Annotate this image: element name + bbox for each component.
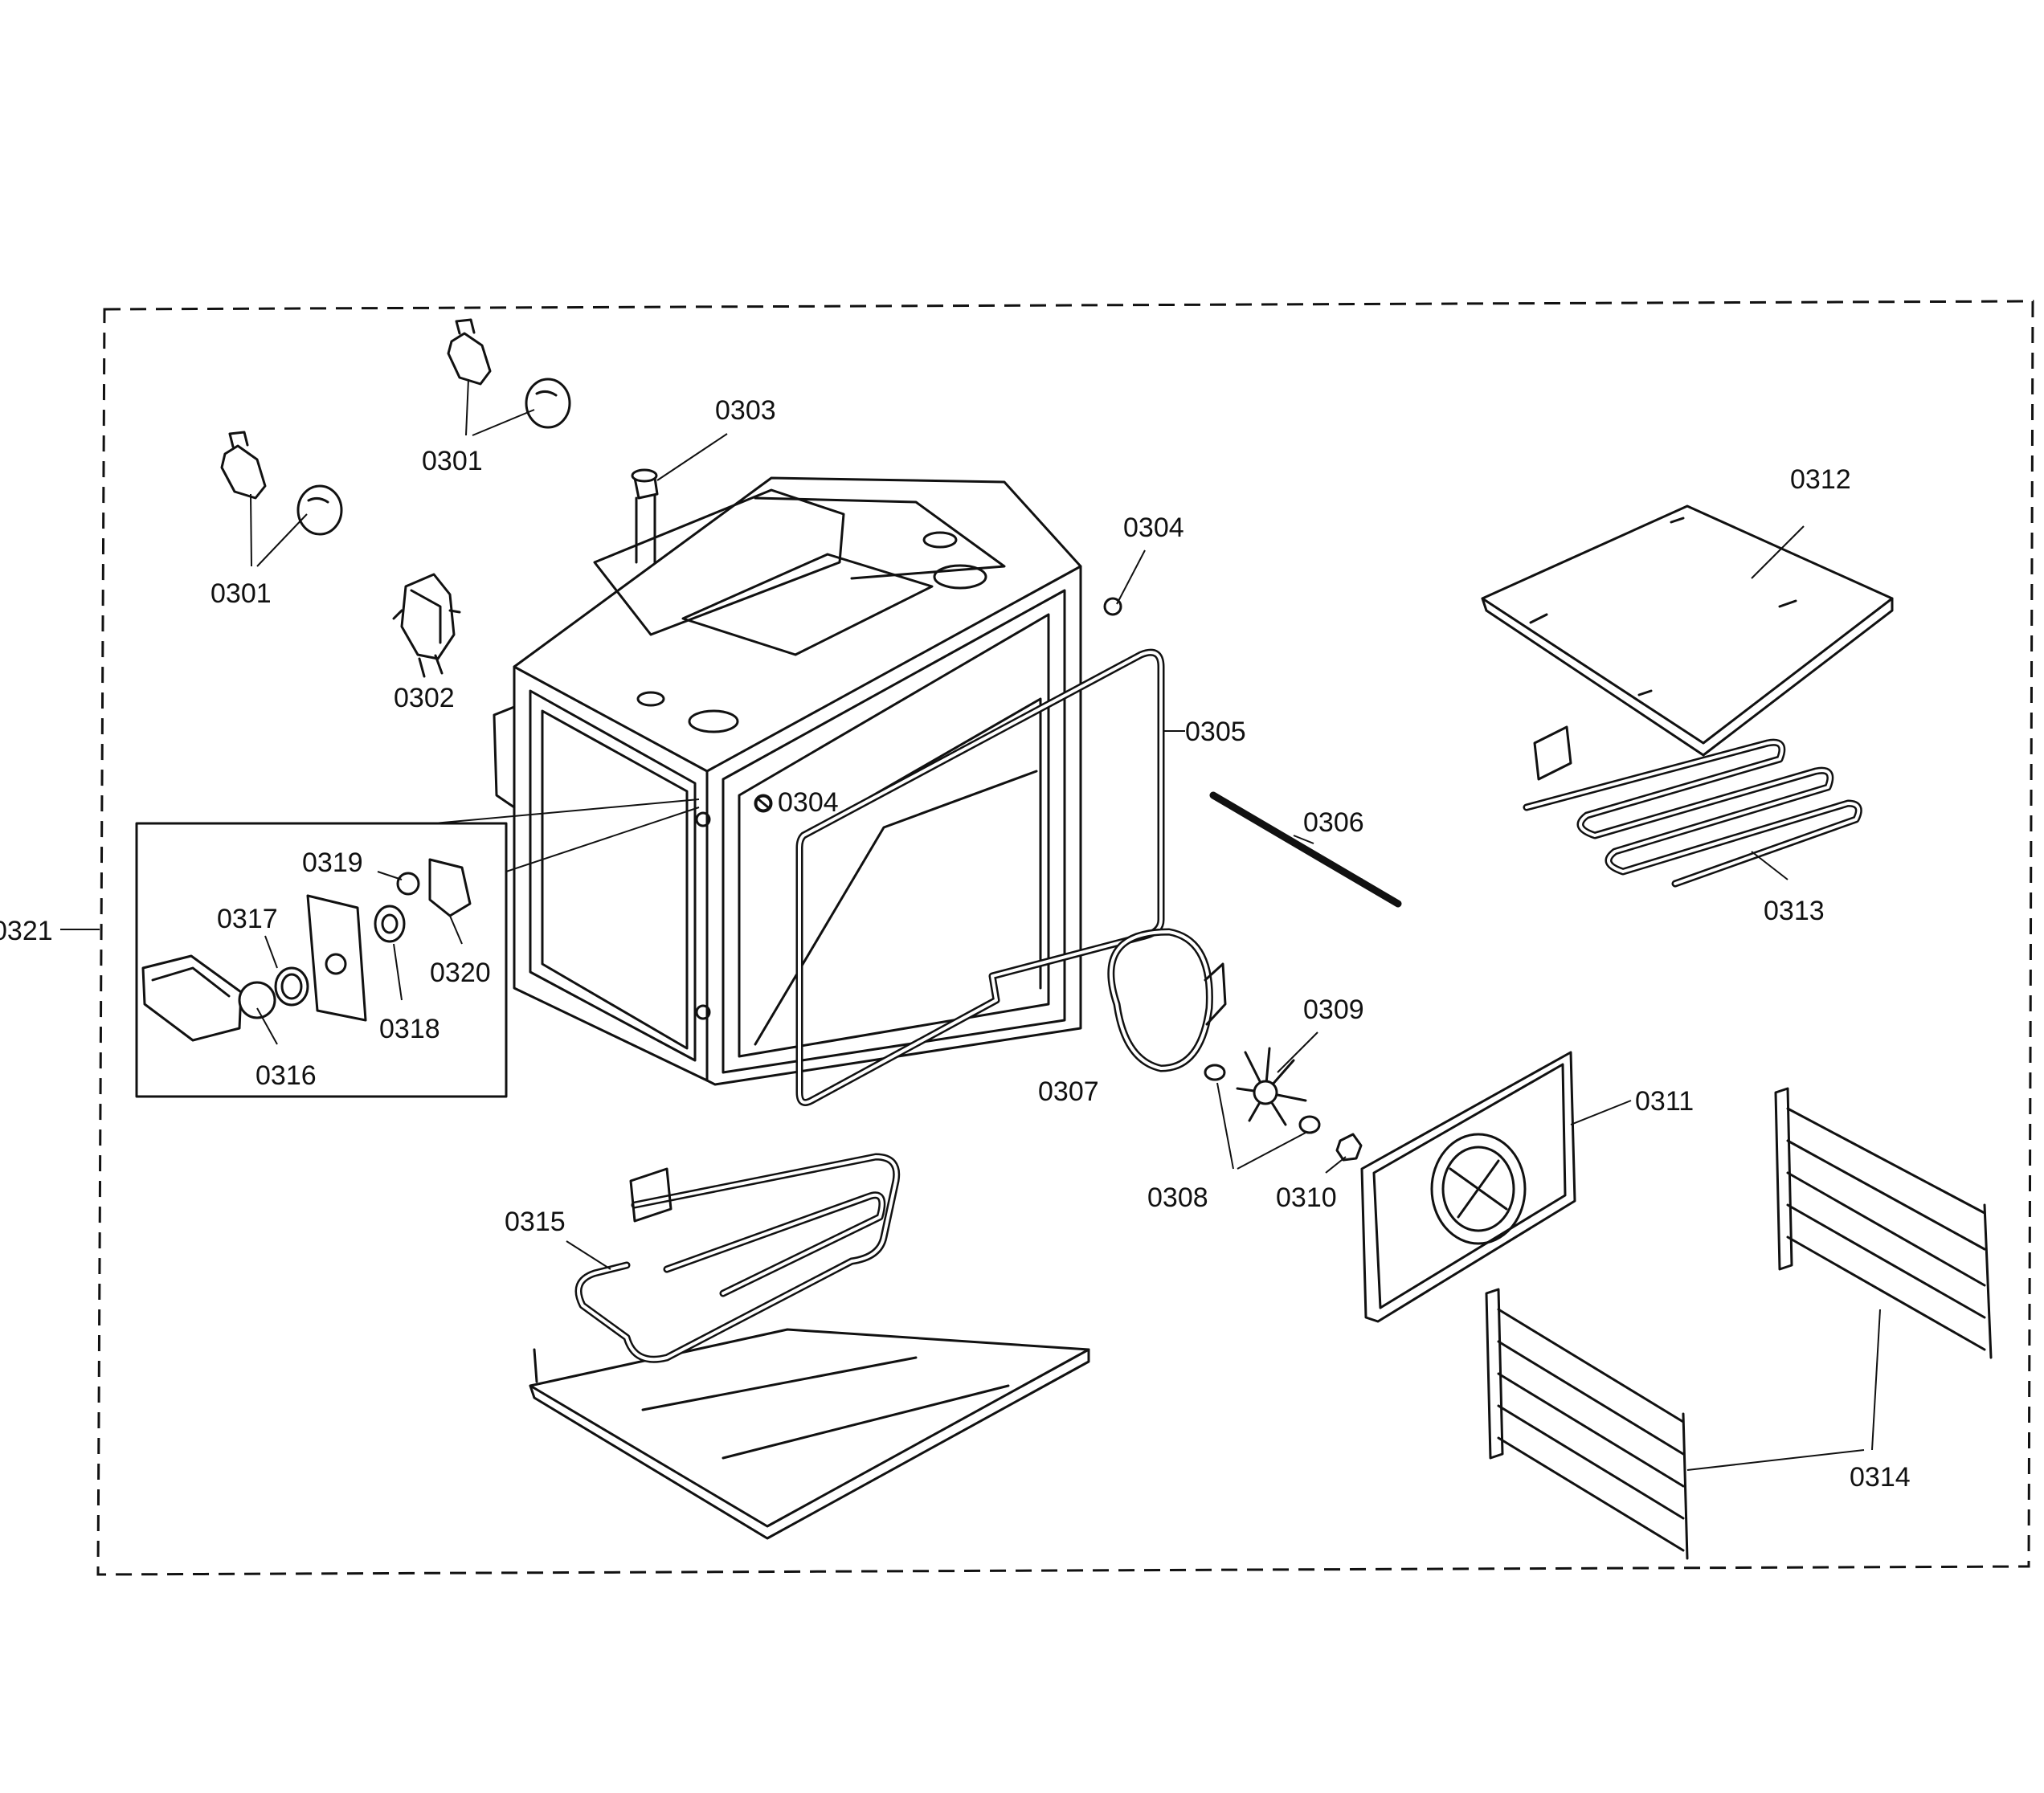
label-0305: 0305: [1185, 717, 1246, 747]
rack-0314-right: [1774, 1087, 1993, 1359]
fan-0309: [1236, 1047, 1307, 1126]
label-0317: 0317: [217, 904, 278, 934]
sensor-0303: [631, 468, 659, 564]
lamp-0301-lower: [220, 431, 343, 536]
label-0306: 0306: [1303, 807, 1364, 838]
heating-element-0313: [1523, 725, 1862, 888]
label-0304-lower: 0304: [778, 787, 839, 818]
label-0319: 0319: [302, 847, 363, 878]
rack-0314-left: [1485, 1288, 1689, 1560]
label-0308: 0308: [1147, 1182, 1208, 1213]
label-0313: 0313: [1764, 896, 1825, 926]
label-0314: 0314: [1850, 1462, 1911, 1493]
label-0307: 0307: [1038, 1076, 1099, 1107]
callout-labels: 0301 0301 0302 0303 0304 0304 0305 0306 …: [0, 395, 1911, 1493]
label-0320: 0320: [430, 958, 491, 988]
bumper-0304: [754, 597, 1122, 812]
label-0301-lower: 0301: [211, 578, 272, 609]
washer-0308: [1204, 1064, 1321, 1134]
bottom-element-0315: [574, 1153, 901, 1363]
top-plate-0312: [1481, 504, 1894, 757]
label-0318: 0318: [379, 1014, 440, 1044]
rod-0306: [1209, 791, 1402, 908]
nut-0310: [1335, 1133, 1363, 1162]
ring-element-0307: [1107, 928, 1227, 1072]
label-0315: 0315: [505, 1207, 566, 1237]
motor-0302: [392, 573, 461, 678]
door-seal-0305: [795, 648, 1165, 1106]
fan-cover-0311: [1360, 1051, 1576, 1323]
assembly-boundary: [60, 300, 2034, 1576]
label-0302: 0302: [394, 683, 455, 713]
label-0312: 0312: [1790, 464, 1851, 495]
label-0316: 0316: [256, 1060, 317, 1091]
oven-cavity: [493, 476, 1082, 1086]
bottom-tray-0315: [529, 1328, 1090, 1540]
detail-inset: [135, 798, 700, 1098]
lamp-0301-upper: [447, 318, 571, 429]
leader-lines: [250, 378, 1881, 1471]
label-0309: 0309: [1303, 995, 1364, 1025]
label-0303: 0303: [715, 395, 776, 426]
label-0310: 0310: [1276, 1182, 1337, 1213]
label-0304-upper: 0304: [1123, 513, 1184, 543]
label-0311: 0311: [1635, 1086, 1694, 1117]
label-0301-upper: 0301: [422, 446, 483, 476]
